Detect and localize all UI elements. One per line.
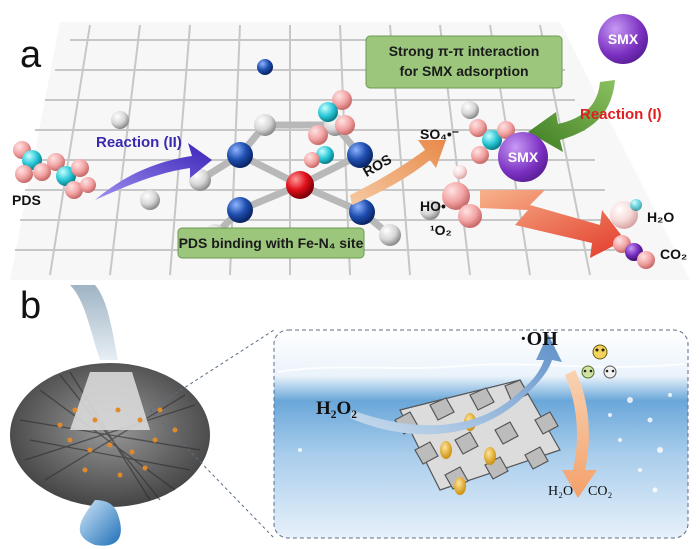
pds-bound-molecule — [304, 90, 355, 168]
interaction-line1: Strong π-π interaction — [388, 43, 540, 59]
fiber-strands — [19, 371, 201, 501]
pds-label: PDS — [12, 192, 41, 208]
stream-impact — [70, 372, 150, 430]
oxygen-atom-b — [458, 204, 482, 228]
hydroxyl-label: HO• — [420, 198, 446, 214]
smx-sphere-top: SMX — [598, 14, 648, 64]
co2-label-a: CO₂ — [660, 246, 688, 262]
reaction-ii-arrow — [95, 143, 212, 200]
ros-arrow — [350, 140, 446, 205]
n-atoms — [227, 142, 375, 225]
reaction-ii-label: Reaction (II) — [96, 134, 182, 151]
h2o2-label: H₂O₂ — [316, 398, 357, 419]
singlet-oxygen-label: ¹O₂ — [430, 222, 452, 238]
catalyst-sheet — [394, 379, 561, 491]
binding-box — [177, 227, 365, 259]
n-atom-small — [257, 59, 273, 75]
binding-label: PDS binding with Fe-N₄ site — [178, 235, 364, 251]
pollutant-skull-icon — [581, 344, 617, 379]
bubbles — [298, 393, 672, 493]
panel-a-letter: a — [20, 34, 42, 76]
panel-b-letter: b — [20, 285, 42, 327]
oxygen-atom-a — [442, 182, 470, 210]
product-arrow — [480, 190, 625, 258]
water-molecule — [610, 199, 642, 229]
zoom-lines — [149, 329, 275, 539]
water-splash — [79, 500, 121, 546]
catalyst-particles — [57, 407, 178, 478]
hydroxyl-atom — [453, 165, 467, 179]
interaction-line2: for SMX adsorption — [399, 63, 529, 79]
co2-molecule — [613, 235, 655, 269]
degradation-arrow — [562, 370, 597, 498]
water-stream — [70, 285, 118, 360]
sulfate-label: SO₄•⁻ — [420, 126, 460, 142]
adsorption-box — [365, 35, 563, 89]
pds-free-molecule — [13, 141, 96, 199]
sulfate-molecule — [469, 119, 515, 164]
oh-radical-label: ·OH — [520, 328, 558, 350]
reaction-i-label: Reaction (I) — [580, 106, 662, 123]
fe-atom — [286, 171, 314, 199]
water-label-b: H₂O — [548, 484, 574, 499]
h2o2-to-oh-arrow — [350, 334, 562, 435]
smx-sphere-mid: SMX — [498, 132, 548, 182]
co2-label-b: CO₂ — [588, 484, 613, 499]
water-label-a: H₂O — [647, 209, 675, 225]
reaction-i-arrow — [528, 80, 615, 152]
